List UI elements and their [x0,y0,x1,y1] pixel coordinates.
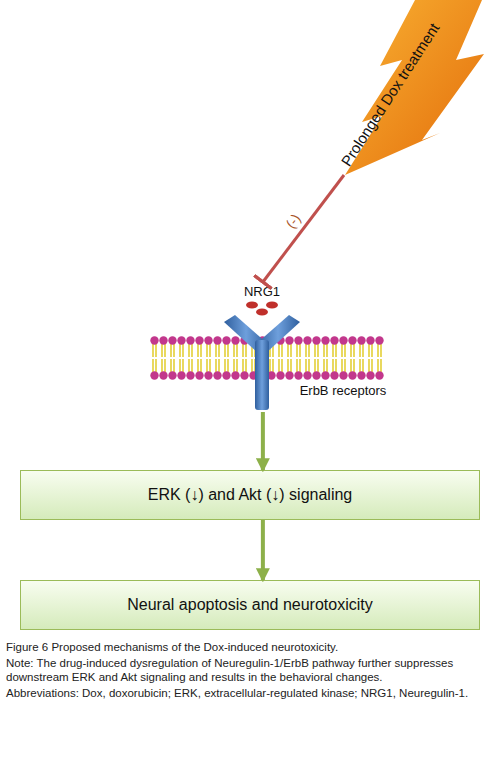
ligand-dot [266,302,278,309]
lightning-bolt [345,0,484,175]
box-label: ERK (↓) and Akt (↓) signaling [148,486,353,504]
box-label: Neural apoptosis and neurotoxicity [127,596,372,614]
flow-arrow [261,412,265,470]
figure-caption-text: Figure 6 Proposed mechanisms of the Dox-… [6,640,494,654]
ligand-label: NRG1 [240,284,284,299]
process-box: Neural apoptosis and neurotoxicity [20,580,480,630]
inhibition-line [263,175,344,282]
ligand-dot [246,302,258,309]
ligand-dot [256,309,268,316]
receptor-complex: NRG1ErbB receptors [200,282,385,412]
process-box: ERK (↓) and Akt (↓) signaling [20,470,480,520]
stimulus-bolt: Prolonged Dox treatment [300,0,500,175]
edge-label: (-) [282,210,303,231]
flow-arrow [261,520,265,580]
caption-note: Note: The drug-induced dysregulation of … [6,656,494,684]
figure-caption: Figure 6 Proposed mechanisms of the Dox-… [6,640,494,702]
receptor-label: ErbB receptors [293,383,393,398]
receptor-stem [255,340,269,410]
caption-note: Abbreviations: Dox, doxorubicin; ERK, ex… [6,686,494,700]
